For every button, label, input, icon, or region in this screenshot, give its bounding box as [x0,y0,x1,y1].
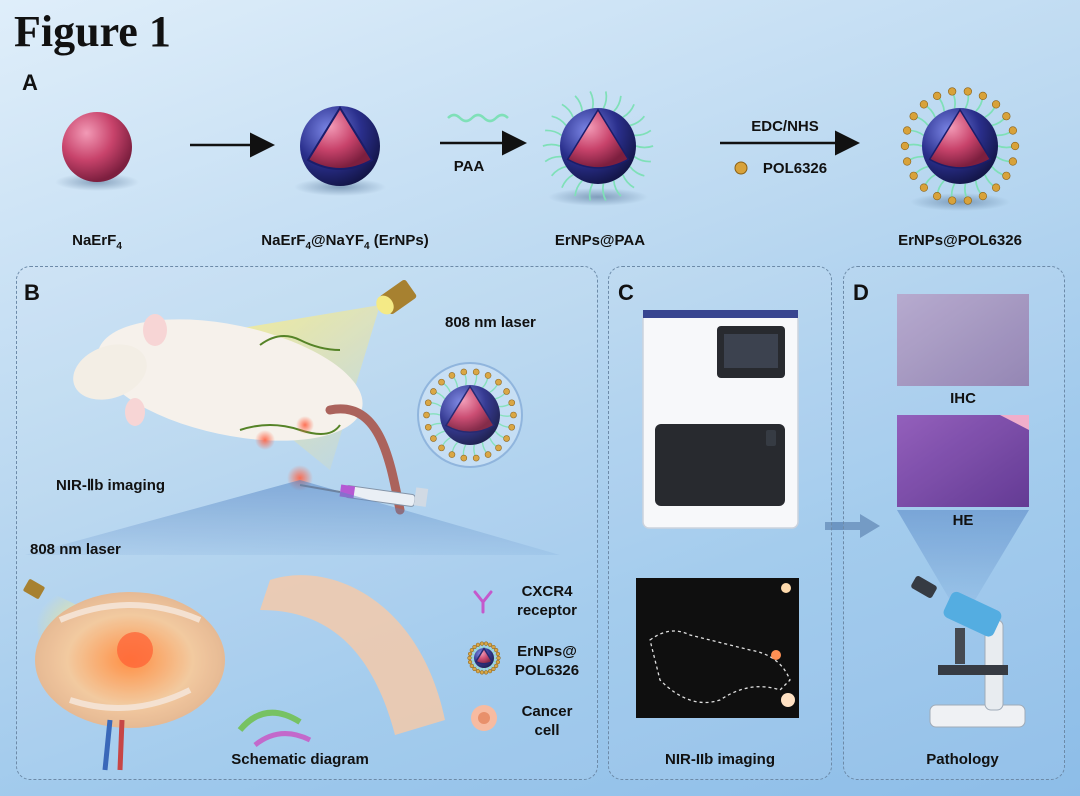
laser-device-icon [376,279,417,315]
cancer-cell-icon [471,705,497,731]
panel-a-label: A [22,70,38,95]
imaging-device [642,310,799,529]
arrow-c-to-d [825,514,880,538]
label-ernps-pol6326: ErNPs@POL6326 [898,232,1022,249]
step-paa-label: PAA [453,158,485,175]
ernps-pol6326-particle [900,87,1020,211]
ihc-label: IHC [950,390,976,407]
microscope-icon [911,576,1026,728]
core-shell-sphere [294,106,386,196]
legend-ernps: ErNPs@POL6326 [514,643,580,679]
ihc-image [897,294,1029,386]
he-label: HE [952,512,974,529]
panel-d-label: D [853,280,869,305]
step-edc-label: EDC/NHS [751,118,819,135]
microscope-cone [897,510,1029,600]
nir-iib-label: NIR-Ⅱb imaging [56,477,166,494]
panel-b-box [16,266,598,780]
nir-imaging-caption: NIR-IIb imaging [665,751,775,768]
panel-c-box [608,266,832,780]
pathology-caption: Pathology [926,751,999,768]
pol6326-dot-icon [734,161,748,175]
membrane-illustration [237,575,445,748]
lymph-node-illustration [23,579,225,771]
ernps-paa-particle [542,91,654,206]
paa-polymer-icon [447,113,509,123]
step-pol-label: POL6326 [762,160,828,177]
naerf4-sphere [55,112,139,191]
schematic-caption: Schematic diagram [231,751,369,768]
panel-b-label: B [24,280,40,305]
zoom-particle-circle [417,362,523,468]
laser-top-label: 808 nm laser [445,314,536,331]
label-naerf4: NaErF4 [72,232,122,252]
projection-cone [25,480,560,555]
laser-bottom-label: 808 nm laser [30,541,121,558]
label-core-shell: NaErF4@NaYF4 (ErNPs) [261,232,429,252]
cxcr4-receptor-icon [473,590,493,614]
he-image [897,415,1029,507]
ernps-pol6326-legend-icon [467,641,501,675]
nir-image-panel [636,578,799,718]
panel-d-box [843,266,1065,780]
panel-c-label: C [618,280,634,305]
figure-title: Figure 1 [14,7,171,56]
label-ernps-paa: ErNPs@PAA [554,232,646,249]
